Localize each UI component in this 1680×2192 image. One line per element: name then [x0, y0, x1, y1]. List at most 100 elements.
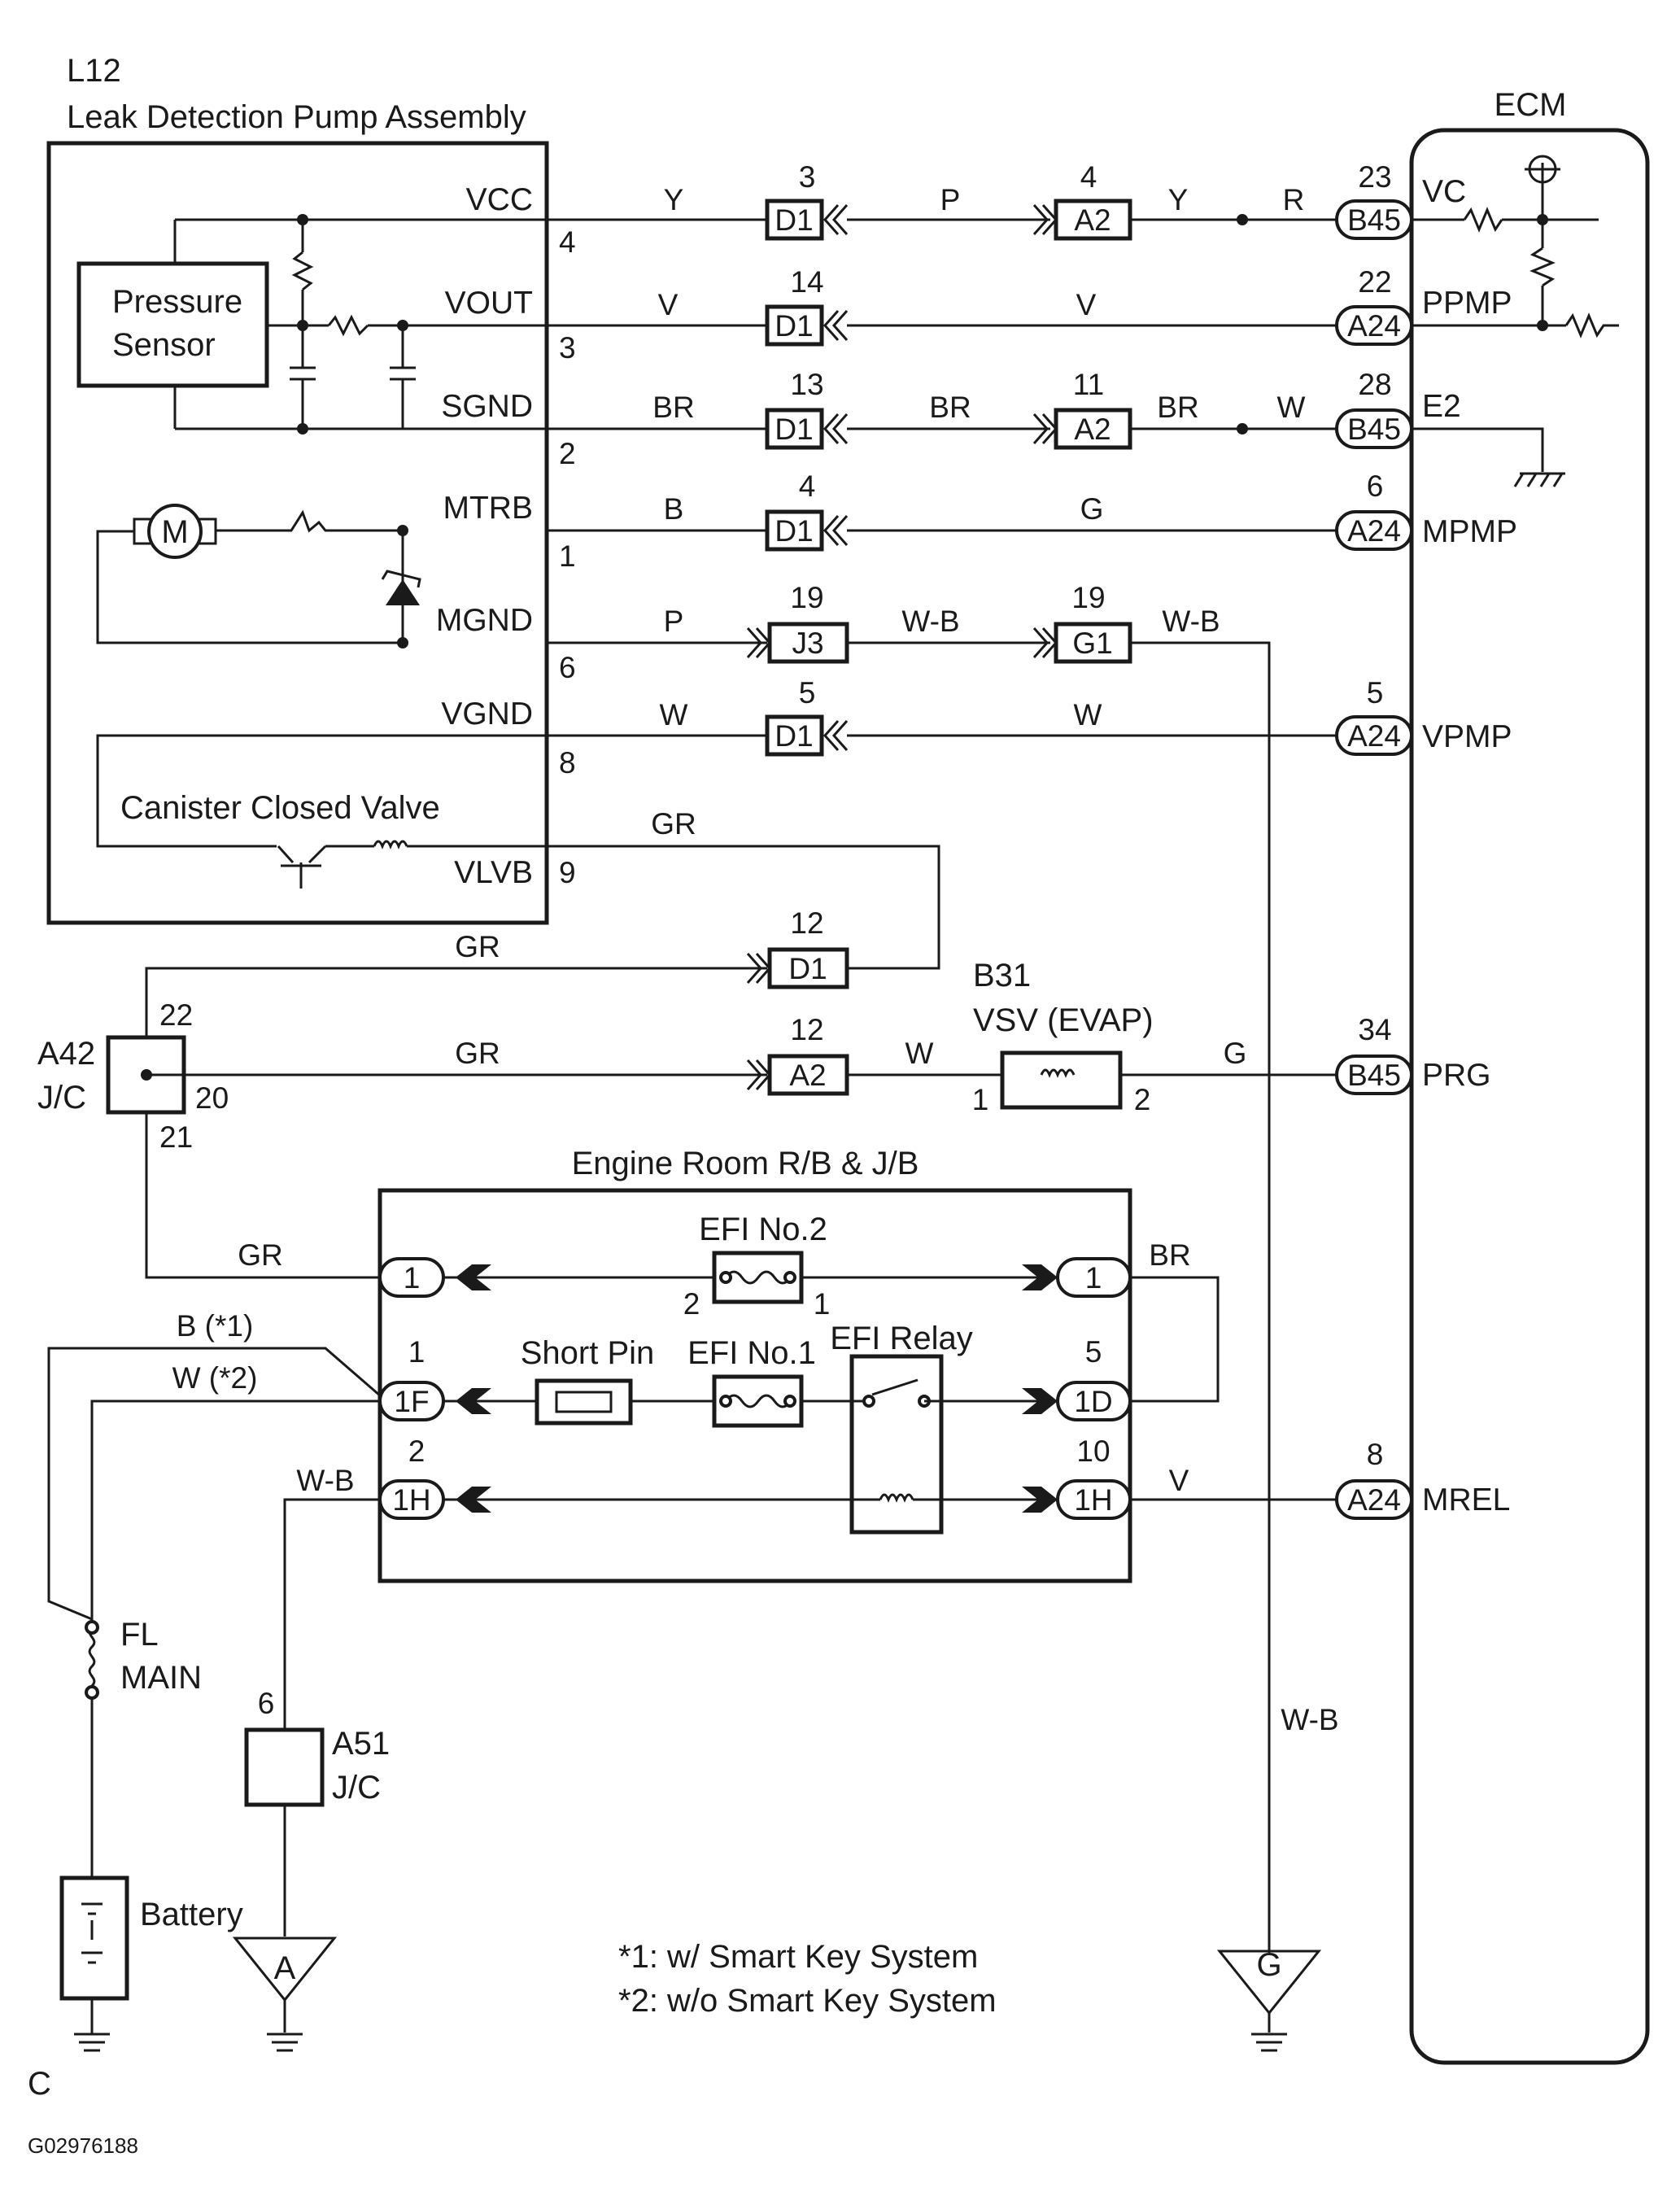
- connector-id: 1: [404, 1261, 421, 1295]
- connector-pin: 19: [790, 581, 823, 614]
- wire-color: W-B: [1281, 1703, 1338, 1736]
- wire-color: GR: [455, 1037, 500, 1070]
- connector-pin: 34: [1358, 1013, 1391, 1046]
- connector-id: 1F: [394, 1385, 429, 1418]
- connector-pin: 11: [1073, 368, 1104, 401]
- a42-id-label: A42: [37, 1036, 95, 1072]
- connector-id: B45: [1347, 203, 1401, 237]
- ldp-sgnd-label: SGND: [441, 389, 533, 424]
- wire-color-labels: Y P Y R V V BR BR BR W B G P W-B W-B W W…: [172, 183, 1339, 1736]
- connector-d1-vlvb: 12 D1: [746, 906, 849, 989]
- connector-id: 1H: [392, 1483, 430, 1517]
- connector-a24-vpmp: 5 A24: [1335, 676, 1413, 756]
- engine-room-relay-box: [377, 1188, 1132, 1583]
- ldp-pin-sgnd: 2: [559, 437, 576, 470]
- ground-a: A: [232, 1937, 338, 2052]
- connector-rb-1h-left: 2 1H: [378, 1434, 491, 1520]
- connector-id: D1: [775, 309, 813, 343]
- a51-id-label: A51: [332, 1726, 390, 1762]
- connector-g1-mgnd: 19 G1: [1032, 581, 1132, 664]
- ecm-ppmp-label: PPMP: [1422, 286, 1512, 321]
- connector-pin: 23: [1358, 160, 1391, 194]
- wire-color: G: [1224, 1037, 1247, 1070]
- connector-id: A2: [1074, 413, 1111, 446]
- connector-pin: 12: [790, 1013, 823, 1046]
- ldp-vcc-label: VCC: [466, 182, 533, 217]
- ground-g-label: G: [1256, 1947, 1281, 1983]
- wire-color: B: [664, 492, 684, 526]
- ldp-vlvb-label: VLVB: [454, 855, 533, 890]
- ecm-e2-label: E2: [1422, 389, 1461, 424]
- a42-type-label: J/C: [37, 1080, 86, 1116]
- connector-pin: 5: [1367, 676, 1384, 710]
- wire-color: P: [940, 183, 961, 216]
- a51-jc-box: [244, 1727, 325, 1807]
- wire-color: W-B: [901, 605, 959, 638]
- b31-name-label: VSV (EVAP): [973, 1002, 1154, 1038]
- wire-color: V: [658, 288, 679, 321]
- connector-id: D1: [775, 719, 813, 753]
- wire-color: Y: [1168, 183, 1189, 216]
- wire-color: W-B: [296, 1464, 354, 1497]
- a42-pin-21: 21: [159, 1120, 193, 1154]
- wire-color: R: [1283, 183, 1305, 216]
- connector-j3-mgnd: 19 J3: [746, 581, 849, 664]
- connector-id: A2: [789, 1059, 826, 1092]
- ldp-pin-vcc: 4: [559, 225, 576, 259]
- short-pin-icon: [535, 1378, 633, 1426]
- a42-pin-22: 22: [159, 998, 193, 1032]
- canister-valve-circuit: [96, 734, 547, 889]
- short-pin-label: Short Pin: [521, 1335, 655, 1371]
- wire-color: W-B: [1162, 605, 1220, 638]
- connector-id: J3: [792, 627, 823, 660]
- wire-color: GR: [455, 930, 500, 963]
- ldp-mtrb-label: MTRB: [443, 491, 534, 526]
- efi-relay-box: [849, 1354, 944, 1535]
- ecm-mpmp-label: MPMP: [1422, 514, 1517, 549]
- connector-d1-vgnd: 5 D1: [765, 676, 849, 757]
- wire-color: W: [1074, 698, 1102, 731]
- connector-pin: 5: [799, 676, 816, 710]
- ldp-mgnd-label: MGND: [436, 603, 533, 638]
- connector-id: D1: [775, 203, 813, 237]
- connector-rb-1d: 5 1D: [1022, 1335, 1132, 1421]
- connector-rb-1h-right: 10 1H: [1022, 1434, 1132, 1520]
- zener-diode-icon: [386, 579, 420, 605]
- ecm-prg-label: PRG: [1422, 1058, 1491, 1093]
- ecm-label: ECM: [1495, 87, 1567, 123]
- ldp-pin-vgnd: 8: [559, 746, 576, 779]
- connector-id: 1D: [1074, 1385, 1112, 1418]
- ldp-vgnd-label: VGND: [441, 696, 533, 731]
- pressure-sensor-label-2: Sensor: [112, 327, 216, 363]
- vsv-evap-box: [1000, 1050, 1123, 1110]
- connector-pin: 4: [799, 469, 816, 503]
- connector-pin: 5: [1085, 1335, 1102, 1369]
- wire-color: BR: [929, 391, 971, 424]
- wire-color: P: [664, 605, 684, 638]
- connector-a24-mpmp: 6 A24: [1335, 469, 1413, 551]
- fl-main-label-2: MAIN: [120, 1660, 202, 1696]
- vsv-pin-2: 2: [1134, 1083, 1151, 1116]
- ldp-pin-vlvb: 9: [559, 856, 576, 889]
- pressure-sensor-box: [76, 261, 269, 388]
- connector-id: B45: [1347, 413, 1401, 446]
- motor-label: M: [161, 514, 188, 550]
- connector-pin: 13: [790, 368, 823, 401]
- connector-d1-sgnd: 13 D1: [765, 368, 849, 450]
- connector-pin: 10: [1076, 1434, 1110, 1468]
- wire-color: Y: [664, 183, 684, 216]
- ecm-box: [1409, 128, 1650, 2065]
- section-label-c: C: [28, 2066, 51, 2102]
- figure-code: G02976188: [28, 2133, 138, 2158]
- connector-id: 1H: [1074, 1483, 1112, 1517]
- wire-color: GR: [651, 807, 696, 841]
- ldp-pin-vout: 3: [559, 331, 576, 365]
- connector-rb-1f: 1 1F: [378, 1335, 491, 1421]
- ground-battery: [74, 2033, 110, 2052]
- connector-b45-vc: 23 B45: [1335, 160, 1413, 240]
- ecm-mrel-label: MREL: [1422, 1482, 1510, 1517]
- connector-id: B45: [1347, 1059, 1401, 1092]
- ecm-vc-label: VC: [1422, 174, 1466, 209]
- connector-a2-prg: 12 A2: [746, 1013, 849, 1096]
